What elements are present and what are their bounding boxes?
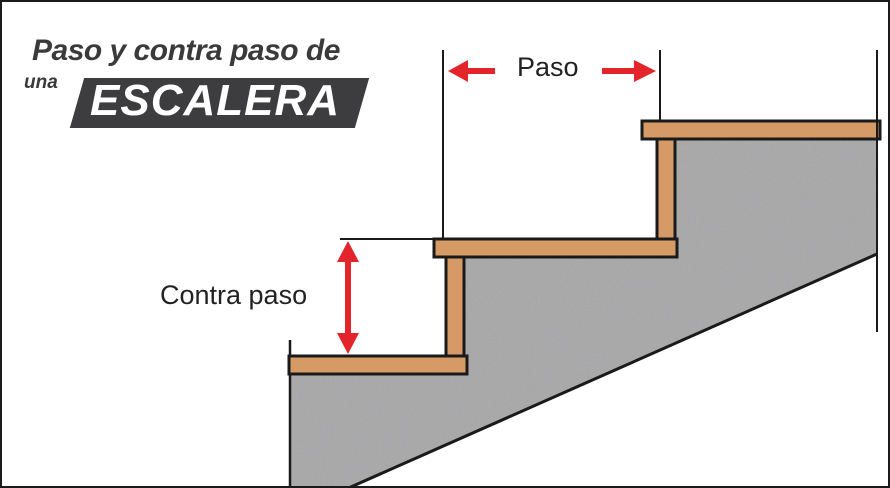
riser-board-2 xyxy=(655,134,677,242)
tread-label: Paso xyxy=(517,52,579,82)
title-prefix: una xyxy=(24,72,58,93)
tread-arrow-right-head xyxy=(634,60,656,82)
tread-board-3 xyxy=(640,119,882,141)
stair-underside-line xyxy=(349,252,878,486)
tread-board-1 xyxy=(287,354,469,376)
concrete-body xyxy=(290,138,877,486)
riser-arrow-head-top xyxy=(337,241,359,262)
riser-arrow-head-bottom xyxy=(337,333,359,354)
title-line-1: Paso y contra paso de xyxy=(32,34,340,67)
riser-board-1 xyxy=(444,252,466,360)
title-banner-text: ESCALERA xyxy=(90,76,341,125)
riser-label: Contra paso xyxy=(160,280,308,310)
tread-board-2 xyxy=(432,237,679,259)
tread-arrow-left-head xyxy=(448,60,468,82)
